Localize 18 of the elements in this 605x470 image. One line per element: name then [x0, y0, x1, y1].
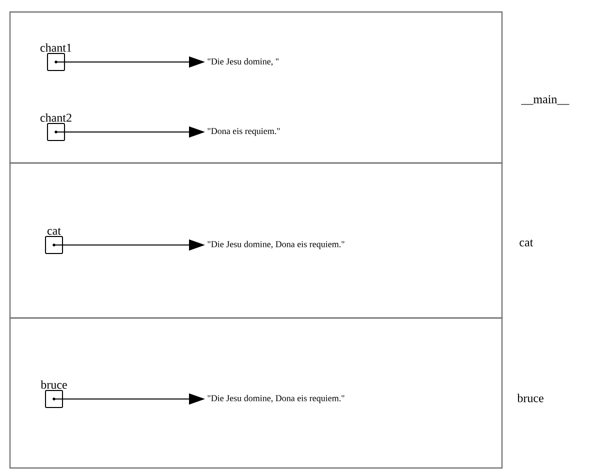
string-value: "Die Jesu domine, Dona eis requiem." [208, 394, 344, 404]
node-label: chant2 [40, 113, 72, 122]
node-label: cat [47, 228, 61, 235]
frame-box [9, 11, 503, 164]
node-label: bruce [40, 380, 67, 389]
node-label: chant1 [40, 43, 72, 52]
variable-box: bruce [40, 380, 67, 408]
frame-box [9, 162, 503, 319]
frame-label: cat [520, 240, 534, 246]
string-value: "Dona eis requiem." [208, 128, 280, 136]
frame-label: bruce [517, 394, 544, 402]
variable-box: chant2 [40, 113, 72, 141]
string-value: "Die Jesu domine, " [208, 58, 278, 66]
variable-box: chant1 [40, 43, 72, 71]
frame-label: __main__ [521, 95, 570, 105]
string-value: "Die Jesu domine, Dona eis requiem." [208, 240, 344, 250]
frame-box [9, 317, 503, 469]
variable-box: cat [45, 228, 63, 254]
